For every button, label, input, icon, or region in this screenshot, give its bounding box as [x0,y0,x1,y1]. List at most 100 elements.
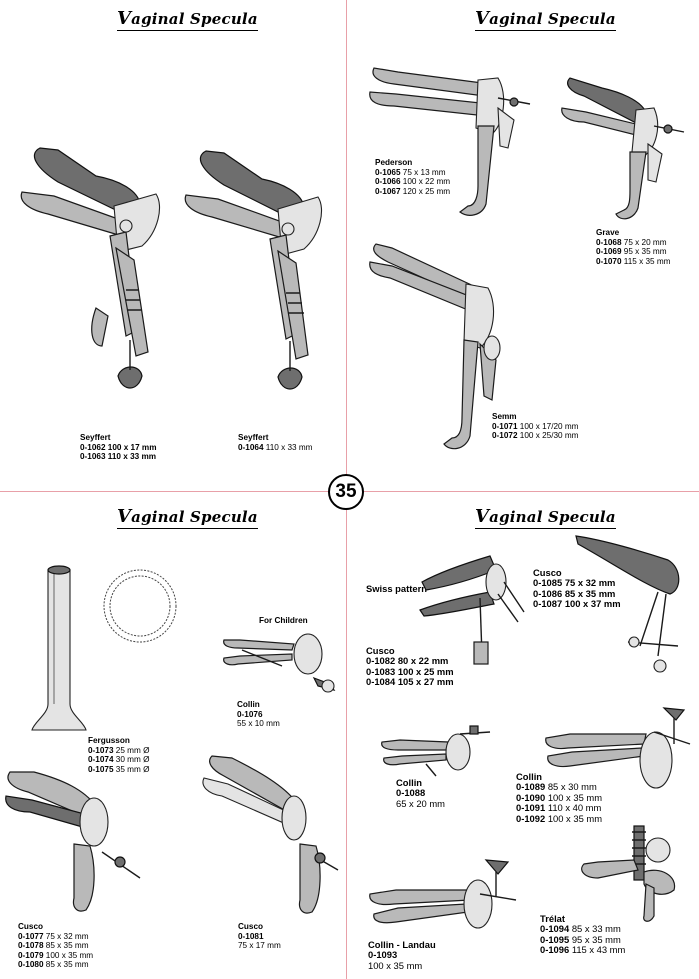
product-code: 0-1075 [88,764,114,774]
product-name: Collin [237,700,260,709]
product-caption: Swiss pattern [366,583,427,594]
product-code: 0-1095 [540,933,570,945]
label-semm: Semm 0-1071 100 x 17/20 mm 0-1072 100 x … [492,412,579,441]
label-collin-landau: Collin - Landau 0-1093 100 x 35 mm [368,939,436,971]
product-size: 105 x 27 mm [397,676,454,688]
product-code: 0-1071 [492,421,518,431]
product-size: 85 x 35 mm [564,587,616,599]
product-name: Collin [396,777,423,788]
product-code: 0-1093 [368,949,398,961]
section-title-top-right: Vaginal Specula [475,8,616,31]
product-size: 115 x 35 mm [623,256,671,266]
product-size: 100 x 17/20 mm [519,421,579,431]
cusco-narrow-speculum-image [200,752,340,918]
fergusson-speculum-image [30,564,88,734]
product-name: Cusco [366,645,395,656]
product-size: 100 x 22 mm [402,177,451,187]
product-code: 0-1094 [540,923,570,935]
page-number-badge: 35 [328,474,364,510]
product-size: 80 x 22 mm [397,655,449,667]
product-size: 115 x 43 mm [571,944,626,956]
product-size: 110 x 33 mm [265,442,313,452]
product-code: 0-1072 [492,431,518,441]
product-code: 0-1068 [596,237,622,247]
product-code: 0-1070 [596,256,622,266]
product-code: 0-1077 [18,931,44,941]
label-cusco-b: Cusco 0-1081 75 x 17 mm [238,922,281,951]
product-name: Trélat [540,913,566,924]
product-size: 100 x 35 mm [547,812,603,824]
product-size: 85 x 30 mm [547,781,597,793]
product-code: 0-1076 [237,709,263,719]
product-name: Cusco [238,922,264,931]
product-code: 0-1081 [238,931,264,941]
label-seyffert-b: Seyffert 0-1064 110 x 33 mm [238,433,313,452]
product-size: 75 x 20 mm [623,237,667,247]
product-size: 75 x 32 mm [564,577,616,589]
product-size: 100 x 17 mm [107,442,157,452]
product-size: 95 x 35 mm [623,247,667,257]
product-caption: For Children [259,616,308,625]
cusco-large-speculum-image [574,530,688,678]
label-collin-b: Collin 0-1088 65 x 20 mm [396,777,445,809]
product-size: 100 x 35 mm [368,959,423,971]
product-size: 75 x 13 mm [402,167,446,177]
label-trelat: Trélat 0-1094 85 x 33 mm 0-1095 95 x 35 … [540,913,626,956]
product-size: 75 x 17 mm [238,941,281,951]
product-name: Grave [596,228,620,237]
product-size: 110 x 33 mm [107,452,157,462]
product-size: 75 x 32 mm [45,931,89,941]
collin-children-speculum-image [222,630,344,693]
semm-speculum-image [368,240,518,456]
product-code: 0-1062 [80,442,106,452]
product-code: 0-1065 [375,167,401,177]
product-code: 0-1067 [375,186,401,196]
product-size: 100 x 25 mm [397,665,454,677]
product-size: 95 x 35 mm [571,933,621,945]
product-size: 120 x 25 mm [402,186,451,196]
label-pederson: Pederson 0-1065 75 x 13 mm 0-1066 100 x … [375,158,450,196]
trelat-speculum-image [574,820,686,928]
product-code: 0-1078 [18,941,44,951]
product-size: 100 x 25/30 mm [519,431,579,441]
product-code: 0-1091 [516,802,546,814]
label-collin-children: Collin 0-1076 55 x 10 mm [237,700,280,729]
product-code: 0-1084 [366,676,396,688]
product-size: 65 x 20 mm [396,797,445,809]
section-title-top-left: Vaginal Specula [117,8,258,31]
product-size: 85 x 35 mm [45,941,89,951]
product-size: 100 x 35 mm [45,950,94,960]
product-code: 0-1074 [88,755,114,765]
product-code: 0-1079 [18,950,44,960]
product-code: 0-1087 [533,598,563,610]
swiss-pattern-speculum-image [419,552,528,670]
label-grave: Grave 0-1068 75 x 20 mm 0-1069 95 x 35 m… [596,228,671,266]
product-code: 0-1089 [516,781,546,793]
product-name: Collin - Landau [368,939,436,950]
product-code: 0-1082 [366,655,396,667]
product-code: 0-1090 [516,791,546,803]
product-name: Pederson [375,158,413,167]
seyffert-speculum-image-2 [182,145,332,403]
collin-speculum-image [380,724,500,780]
product-code: 0-1096 [540,944,570,956]
product-code: 0-1080 [18,960,44,970]
product-code: 0-1069 [596,247,622,257]
label-fergusson: Fergusson 0-1073 25 mm Ø 0-1074 30 mm Ø … [88,736,149,774]
product-name: Collin [516,771,543,782]
product-size: 55 x 10 mm [237,719,280,729]
product-name: Cusco [18,922,44,931]
label-collin-c: Collin 0-1089 85 x 30 mm 0-1090 100 x 35… [516,771,603,824]
product-size: 85 x 33 mm [571,923,621,935]
product-code: 0-1086 [533,587,563,599]
fergusson-ring-image [100,566,180,646]
pederson-speculum-image [368,64,536,224]
product-size: 85 x 35 mm [45,960,89,970]
product-size: 100 x 37 mm [564,598,621,610]
label-swiss-cusco: Cusco 0-1082 80 x 22 mm 0-1083 100 x 25 … [366,645,454,688]
section-title-bottom-left: Vaginal Specula [117,506,258,529]
collin-landau-speculum-image [368,856,518,938]
seyffert-speculum-image [18,140,168,402]
product-size: 110 x 40 mm [547,802,602,814]
product-code: 0-1066 [375,177,401,187]
